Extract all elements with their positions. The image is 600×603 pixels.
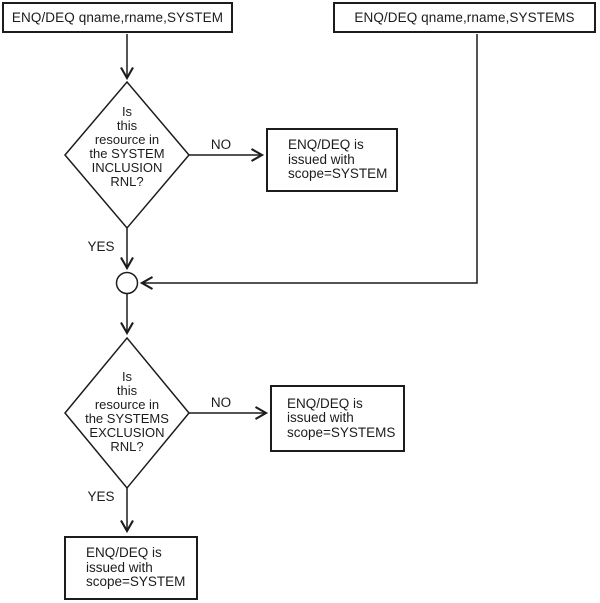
entry-box-systems-label: ENQ/DEQ qname,rname,SYSTEMS <box>354 10 575 25</box>
result-box-scope-system-inclusion: ENQ/DEQ is issued with scope=SYSTEM <box>266 128 398 192</box>
exclusion-no-label: NO <box>210 395 232 410</box>
result-box-scope-systems-exclusion: ENQ/DEQ is issued with scope=SYSTEMS <box>270 385 405 452</box>
inclusion-yes-label: YES <box>87 239 115 254</box>
inclusion-no-label: NO <box>210 137 232 152</box>
entry-box-system-label: ENQ/DEQ qname,rname,SYSTEM <box>11 10 224 25</box>
result-box-scope-systems-exclusion-label: ENQ/DEQ is issued with scope=SYSTEMS <box>287 395 396 440</box>
entry-box-system: ENQ/DEQ qname,rname,SYSTEM <box>2 2 233 33</box>
result-box-scope-system-final: ENQ/DEQ is issued with scope=SYSTEM <box>64 536 198 600</box>
exclusion-yes-label: YES <box>87 489 115 504</box>
entry-box-systems: ENQ/DEQ qname,rname,SYSTEMS <box>333 2 596 33</box>
result-box-scope-system-inclusion-label: ENQ/DEQ is issued with scope=SYSTEM <box>288 137 388 182</box>
result-box-scope-system-final-label: ENQ/DEQ is issued with scope=SYSTEM <box>86 545 186 590</box>
inclusion-decision-question: Is this resource in the SYSTEM INCLUSION… <box>89 104 165 189</box>
junction-circle-connector <box>115 271 139 295</box>
arrow-entry-right-to-junction <box>139 34 478 290</box>
exclusion-decision-question: Is this resource in the SYSTEMS EXCLUSIO… <box>85 369 169 454</box>
